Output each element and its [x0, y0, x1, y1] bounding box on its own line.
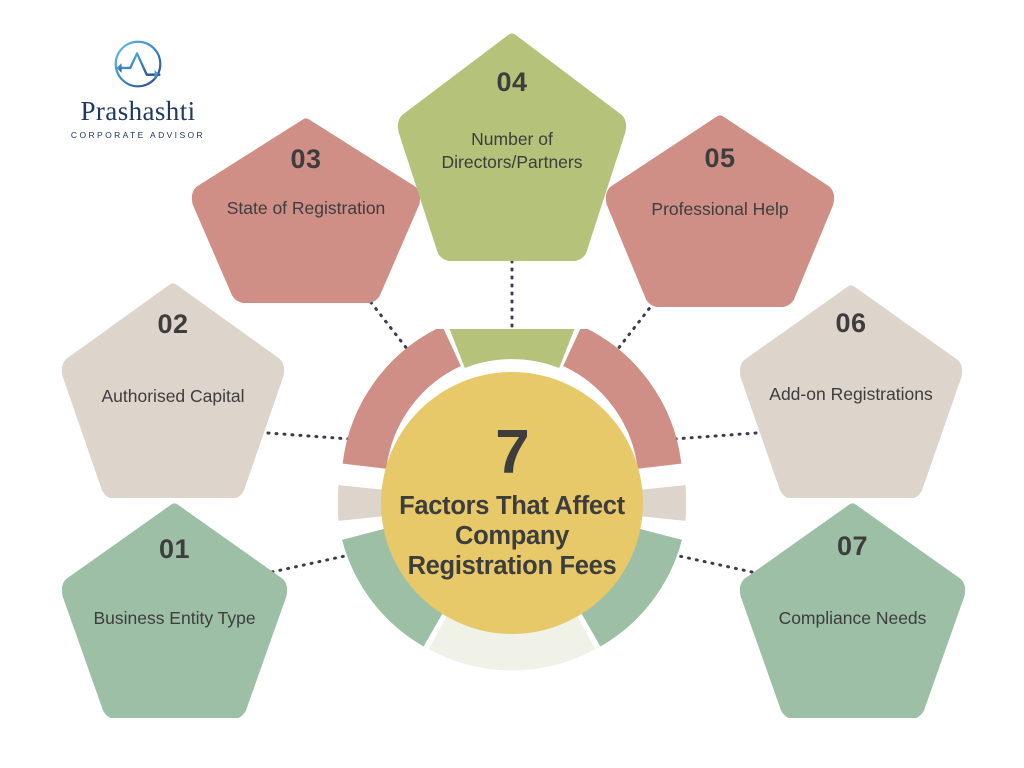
factor-card-06[interactable]: 06 Add-on Registrations — [740, 285, 962, 498]
factor-number-01: 01 — [158, 534, 191, 564]
pentagon-shape-04 — [397, 33, 627, 261]
pentagon-shape-02 — [62, 283, 284, 498]
factor-number-06: 06 — [835, 308, 867, 338]
pentagon-shape-06 — [740, 285, 962, 498]
factor-label-01: Business Entity Type — [93, 608, 256, 628]
ring-segment-base — [428, 610, 596, 671]
pentagon-shape-01 — [62, 503, 287, 718]
factor-label-05: Professional Help — [651, 199, 789, 219]
factor-label-02: Authorised Capital — [101, 386, 245, 406]
factor-label-04: Number of Directors/Partners — [441, 129, 583, 172]
pentagon-shape-07 — [740, 503, 965, 718]
ring-segment-01 — [342, 528, 446, 647]
hub-title: Factors That Affect Company Registration… — [399, 492, 625, 580]
pentagon-shape-05 — [605, 115, 835, 307]
brand-logo: Prashashti CORPORATE ADVISOR — [58, 34, 218, 146]
factor-card-05[interactable]: 05 Professional Help — [604, 115, 836, 307]
hub-number: 7 — [495, 418, 529, 488]
ring-segment-04 — [449, 329, 575, 369]
factor-number-04: 04 — [496, 67, 528, 97]
factor-number-02: 02 — [157, 309, 189, 339]
factor-card-02[interactable]: 02 Authorised Capital — [62, 283, 284, 498]
factor-label-03: State of Registration — [226, 198, 386, 218]
factor-number-05: 05 — [704, 143, 736, 173]
ring-segment-07 — [578, 528, 682, 647]
factor-card-04[interactable]: 04 Number of Directors/Partners — [396, 33, 628, 261]
factor-card-01[interactable]: 01 Business Entity Type — [62, 503, 287, 718]
factor-card-03[interactable]: 03 State of Registration — [190, 118, 422, 303]
ring-segment-03 — [342, 329, 462, 470]
factor-label-06: Add-on Registrations — [769, 384, 933, 404]
ring-segment-05 — [562, 329, 682, 470]
factor-number-07: 07 — [836, 531, 869, 561]
brand-tagline: CORPORATE ADVISOR — [70, 130, 206, 140]
center-hub: 7 Factors That Affect Company Registrati… — [381, 372, 643, 634]
ring-segment-02 — [338, 485, 383, 521]
factor-label-07: Compliance Needs — [778, 608, 927, 628]
brand-name: Prashashti — [80, 96, 196, 126]
factor-card-07[interactable]: 07 Compliance Needs — [740, 503, 965, 718]
donut-ring-chart — [338, 329, 686, 671]
prashashti-circle-arrow-logo-icon — [114, 40, 162, 88]
pentagon-shape-03 — [191, 118, 421, 303]
donut-segments — [338, 329, 686, 671]
factor-number-03: 03 — [290, 144, 322, 174]
ring-segment-06 — [641, 485, 686, 521]
